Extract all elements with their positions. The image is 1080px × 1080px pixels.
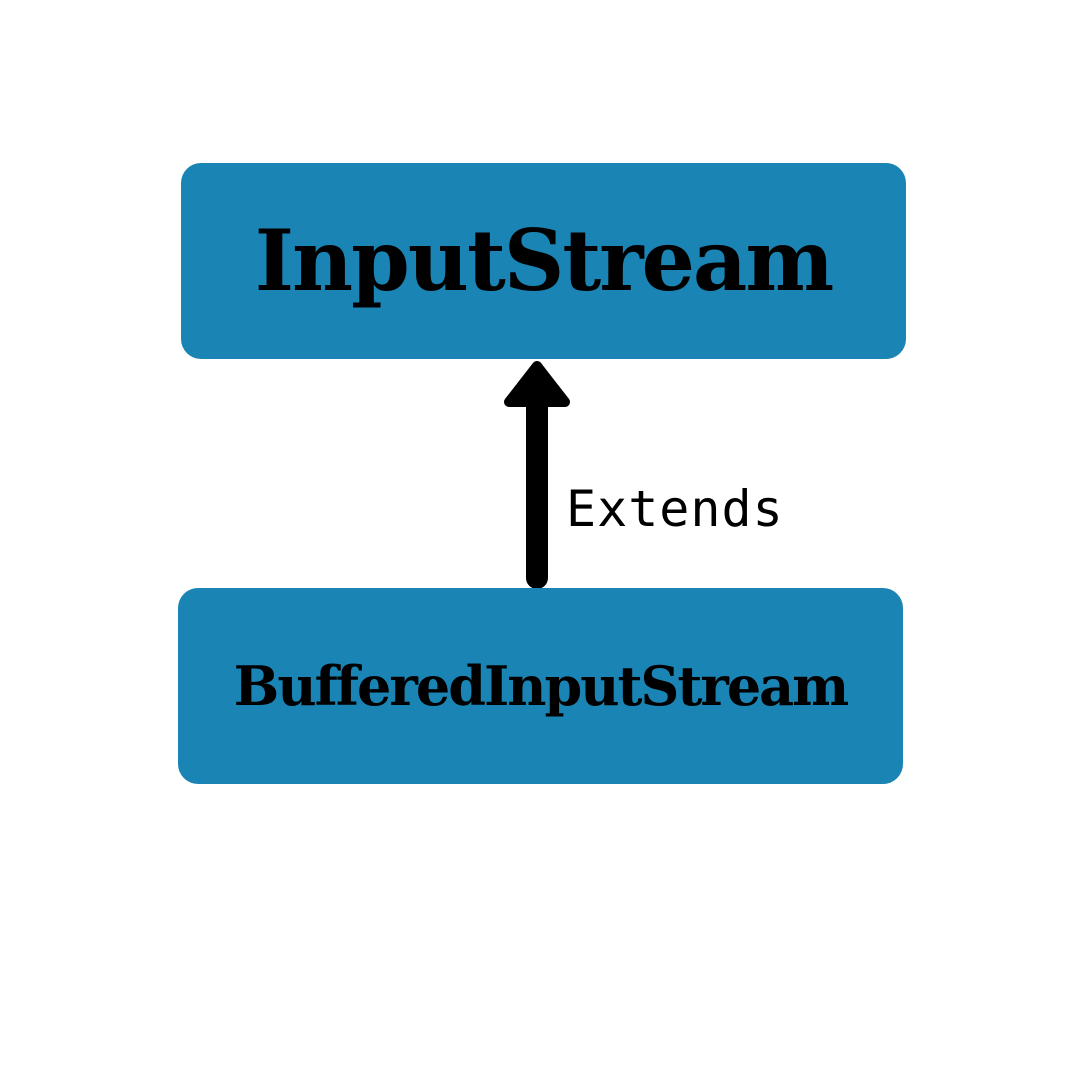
extends-label: Extends	[566, 480, 784, 538]
node-bufferedinputstream-label: BufferedInputStream	[233, 654, 850, 718]
node-inputstream: InputStream	[181, 163, 906, 359]
extends-arrow-head	[504, 361, 570, 407]
node-bufferedinputstream: BufferedInputStream	[178, 588, 903, 784]
node-inputstream-label: InputStream	[254, 211, 834, 310]
